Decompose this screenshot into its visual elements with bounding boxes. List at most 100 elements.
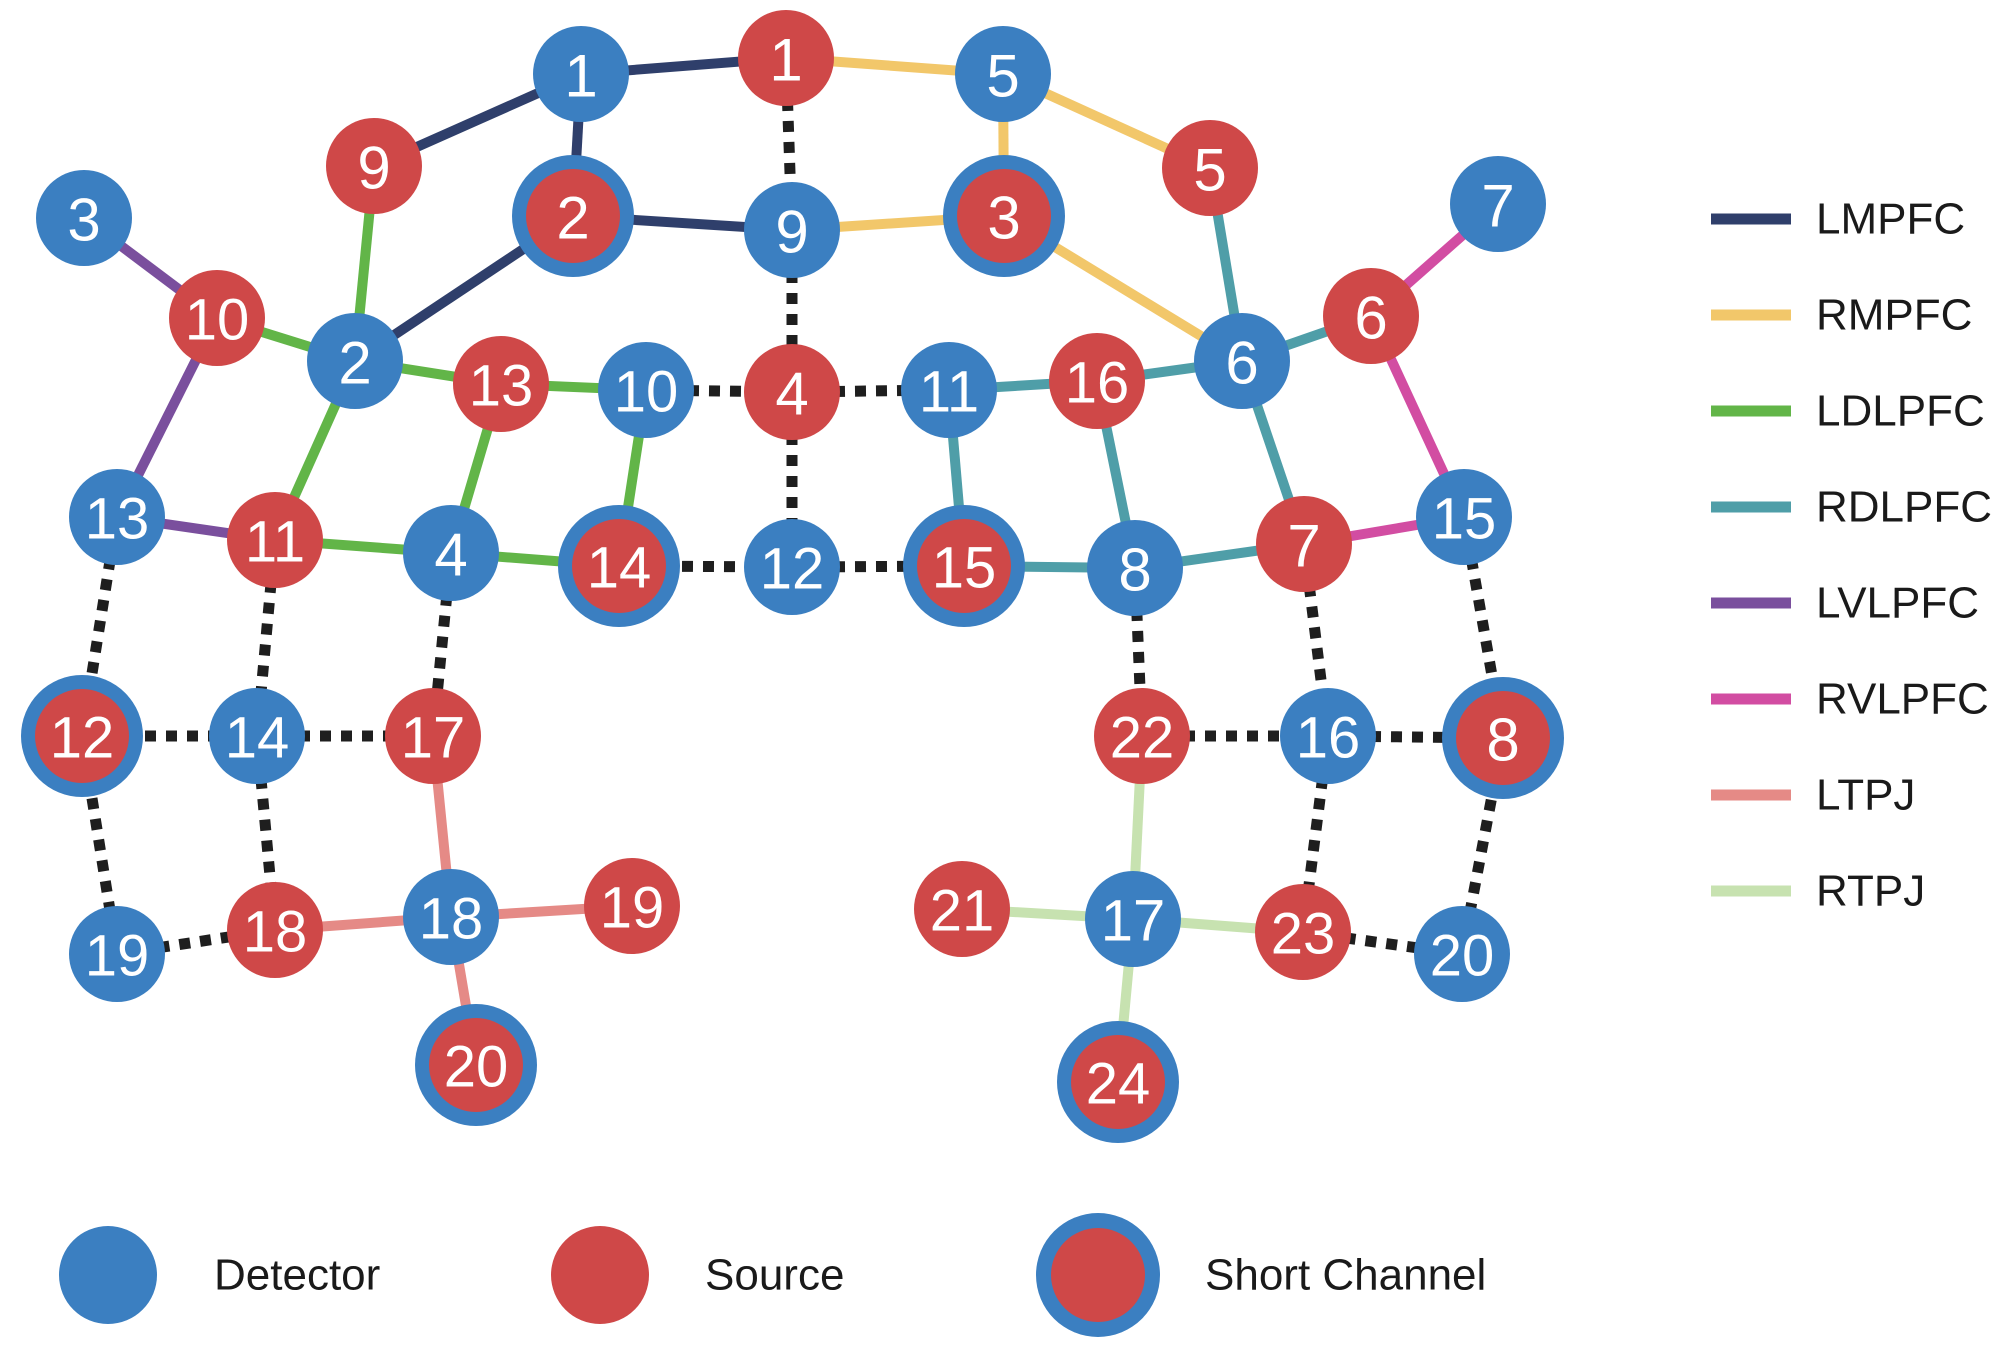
source-node: 16 <box>1049 333 1145 429</box>
legend-label-ltpj: LTPJ <box>1816 771 1915 820</box>
short-channel-node: 24 <box>1057 1021 1179 1143</box>
node-number-label: 6 <box>1354 285 1387 352</box>
short-channel-node: 2 <box>512 155 634 277</box>
node-number-label: 20 <box>1430 924 1495 989</box>
detector-node: 15 <box>1416 469 1512 565</box>
source-node: 9 <box>326 118 422 214</box>
detector-circle <box>1416 469 1512 565</box>
node-number-label: 4 <box>775 361 808 428</box>
detector-node: 3 <box>36 170 132 266</box>
node-number-label: 16 <box>1296 706 1361 771</box>
source-node: 5 <box>1162 120 1258 216</box>
source-circle <box>453 336 549 432</box>
source-node: 19 <box>584 858 680 954</box>
node-number-label: 15 <box>932 536 997 601</box>
source-circle <box>584 858 680 954</box>
detector-node: 16 <box>1280 688 1376 784</box>
detector-circle <box>1085 871 1181 967</box>
source-circle <box>1255 884 1351 980</box>
source-node: 18 <box>227 882 323 978</box>
node-number-label: 19 <box>600 876 665 941</box>
node-number-label: 11 <box>245 510 305 575</box>
legend-label-ldlpfc: LDLPFC <box>1816 387 1985 436</box>
legend-detector-circle <box>59 1226 157 1324</box>
detector-node: 20 <box>1414 906 1510 1002</box>
node-number-label: 10 <box>185 288 250 353</box>
detector-circle <box>1414 906 1510 1002</box>
legend-label-rtpj: RTPJ <box>1816 867 1925 916</box>
node-number-label: 7 <box>1481 173 1514 240</box>
node-number-label: 22 <box>1110 706 1175 771</box>
node-number-label: 15 <box>1432 487 1497 552</box>
source-circle <box>744 344 840 440</box>
detector-node: 6 <box>1194 313 1290 409</box>
source-circle <box>738 10 834 106</box>
node-number-label: 9 <box>775 199 808 266</box>
short-channel-node: 12 <box>21 675 143 797</box>
node-number-label: 3 <box>987 185 1020 252</box>
detector-circle <box>533 26 629 122</box>
short-channel-core <box>957 169 1051 263</box>
source-node: 13 <box>453 336 549 432</box>
legend-label-rdlpfc: RDLPFC <box>1816 483 1992 532</box>
source-node: 1 <box>738 10 834 106</box>
detector-node: 19 <box>69 906 165 1002</box>
node-number-label: 19 <box>85 924 150 989</box>
detector-node: 12 <box>744 519 840 615</box>
node-number-label: 11 <box>919 360 979 425</box>
short-channel-core <box>526 169 620 263</box>
node-number-label: 16 <box>1065 351 1130 416</box>
source-circle <box>1094 688 1190 784</box>
node-number-label: 20 <box>444 1035 509 1100</box>
node-number-label: 9 <box>357 135 390 202</box>
node-number-label: 18 <box>243 900 308 965</box>
detector-circle <box>403 869 499 965</box>
node-number-label: 6 <box>1225 330 1258 397</box>
node-number-label: 4 <box>434 522 467 589</box>
detector-circle <box>744 519 840 615</box>
detector-node: 8 <box>1087 520 1183 616</box>
source-circle <box>169 270 265 366</box>
region-legend: LMPFCRMPFCLDLPFCRDLPFCLVLPFCRVLPFCLTPJRT… <box>1711 195 1992 916</box>
detector-node: 18 <box>403 869 499 965</box>
node-number-label: 5 <box>986 43 1019 110</box>
detector-circle <box>1450 156 1546 252</box>
source-node: 21 <box>914 861 1010 957</box>
node-number-label: 10 <box>614 360 679 425</box>
detector-circle <box>209 688 305 784</box>
detector-node: 14 <box>209 688 305 784</box>
legend-label-rmpfc: RMPFC <box>1816 291 1972 340</box>
source-node: 23 <box>1255 884 1351 980</box>
short-channel-core <box>917 519 1011 613</box>
short-channel-node: 3 <box>943 155 1065 277</box>
node-number-label: 1 <box>769 27 802 94</box>
detector-circle <box>1194 313 1290 409</box>
short-channel-core <box>1456 691 1550 785</box>
node-number-label: 1 <box>564 43 597 110</box>
source-circle <box>227 492 323 588</box>
detector-node: 5 <box>955 26 1051 122</box>
source-node: 4 <box>744 344 840 440</box>
node-number-label: 13 <box>469 354 534 419</box>
source-node: 7 <box>1256 496 1352 592</box>
source-node: 10 <box>169 270 265 366</box>
node-number-label: 5 <box>1193 137 1226 204</box>
detector-circle <box>69 906 165 1002</box>
node-number-label: 21 <box>930 879 995 944</box>
node-number-label: 8 <box>1486 707 1519 774</box>
short-channel-node: 15 <box>903 505 1025 627</box>
detector-node: 4 <box>403 505 499 601</box>
detector-circle <box>1280 688 1376 784</box>
detector-circle <box>1087 520 1183 616</box>
channel-dotted-s12-d19 <box>76 735 123 955</box>
detector-circle <box>307 313 403 409</box>
node-number-label: 12 <box>50 706 115 771</box>
node-number-label: 23 <box>1271 902 1336 967</box>
legend-source-circle <box>551 1226 649 1324</box>
source-node: 11 <box>227 492 323 588</box>
detector-circle <box>955 26 1051 122</box>
node-number-label: 12 <box>760 537 825 602</box>
source-circle <box>227 882 323 978</box>
